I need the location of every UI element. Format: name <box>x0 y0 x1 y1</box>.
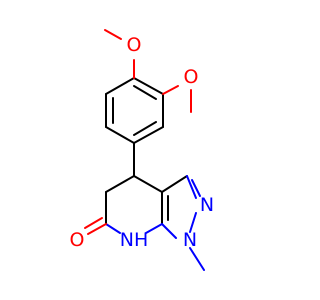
oxygen-atom: O <box>184 66 199 88</box>
bond <box>84 217 103 229</box>
bond <box>191 179 201 197</box>
bond <box>87 223 107 235</box>
nitrogen-atom: N <box>183 229 197 251</box>
bond <box>186 175 197 199</box>
bond <box>133 121 157 136</box>
bond <box>145 223 163 234</box>
oxygen-atom: O <box>70 229 85 251</box>
bond <box>162 85 179 95</box>
nh-atom: NH <box>120 229 149 251</box>
oxygen-atom: O <box>127 34 142 56</box>
pyrazolopyridinone-core <box>84 175 205 271</box>
bond <box>133 77 164 95</box>
bond <box>161 175 188 193</box>
bond <box>105 175 135 193</box>
bond <box>104 29 122 40</box>
bond <box>133 85 157 100</box>
bond <box>189 247 205 271</box>
bond <box>105 77 135 95</box>
bond <box>133 175 163 193</box>
methoxy-top <box>104 29 135 79</box>
molecule-structure: O O O N N NH <box>70 29 214 271</box>
bond <box>189 212 197 233</box>
bond <box>105 126 135 144</box>
nitrogen-atom: N <box>200 194 214 216</box>
dimethoxyphenyl-ring <box>105 77 164 144</box>
bond <box>161 223 177 239</box>
methoxy-right <box>162 85 192 113</box>
bond <box>105 223 121 234</box>
bond <box>133 126 164 144</box>
